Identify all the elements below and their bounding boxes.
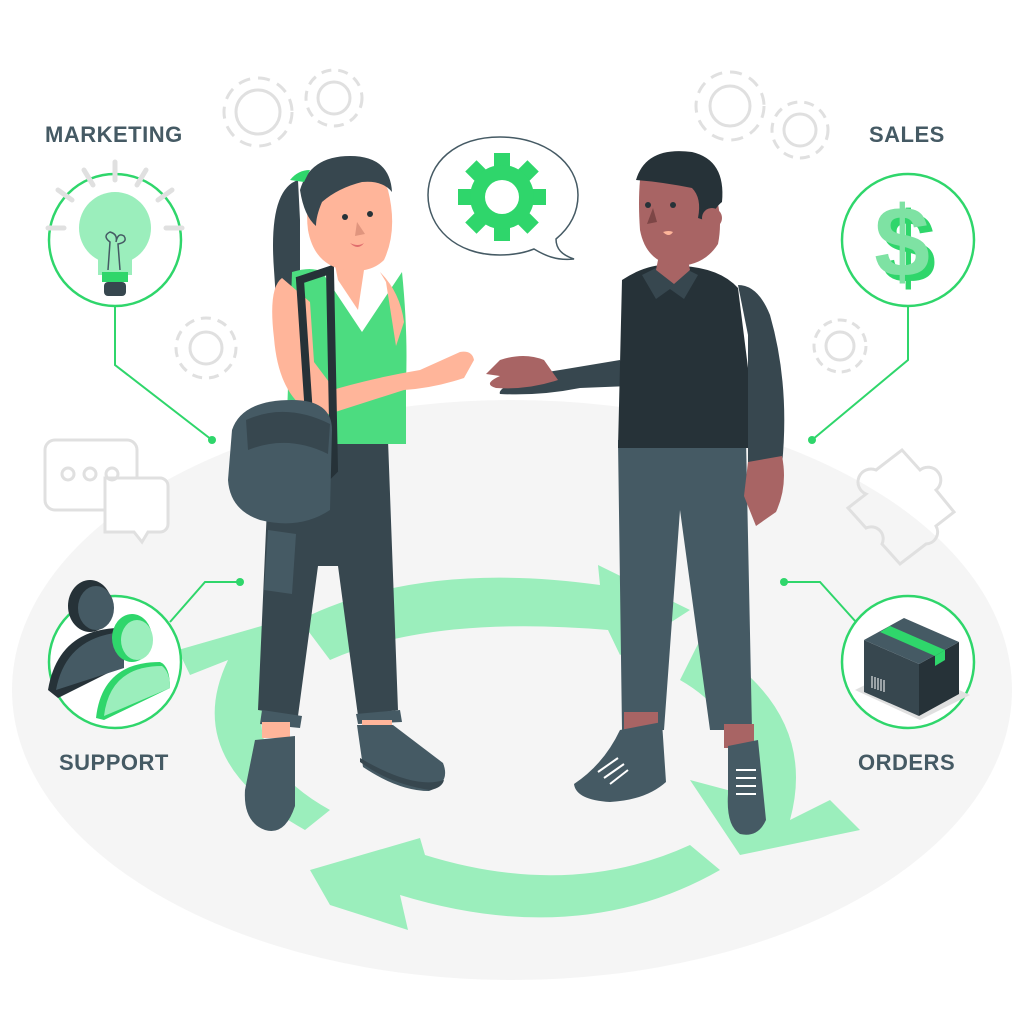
gear-icon xyxy=(458,153,546,241)
svg-text:$: $ xyxy=(874,186,930,298)
connector-dots xyxy=(208,436,816,586)
support-label: SUPPORT xyxy=(59,750,169,775)
gear-decor-icon xyxy=(174,68,868,380)
chat-bubbles-decor-icon xyxy=(43,438,170,545)
orders-label: ORDERS xyxy=(858,750,956,775)
support-users-icon xyxy=(47,580,183,730)
marketing-lightbulb-icon xyxy=(45,159,185,308)
orders-package-box-icon xyxy=(840,594,976,730)
sales-dollar-sign-icon: $ $ xyxy=(840,172,976,308)
svg-text:$: $ xyxy=(880,192,936,304)
sales-label: SALES xyxy=(869,122,945,147)
man-figure xyxy=(486,151,785,835)
woman-figure xyxy=(228,156,474,831)
connector-lines xyxy=(114,305,909,623)
marketing-label: MARKETING xyxy=(45,122,183,147)
puzzle-piece-decor-icon xyxy=(845,447,957,567)
